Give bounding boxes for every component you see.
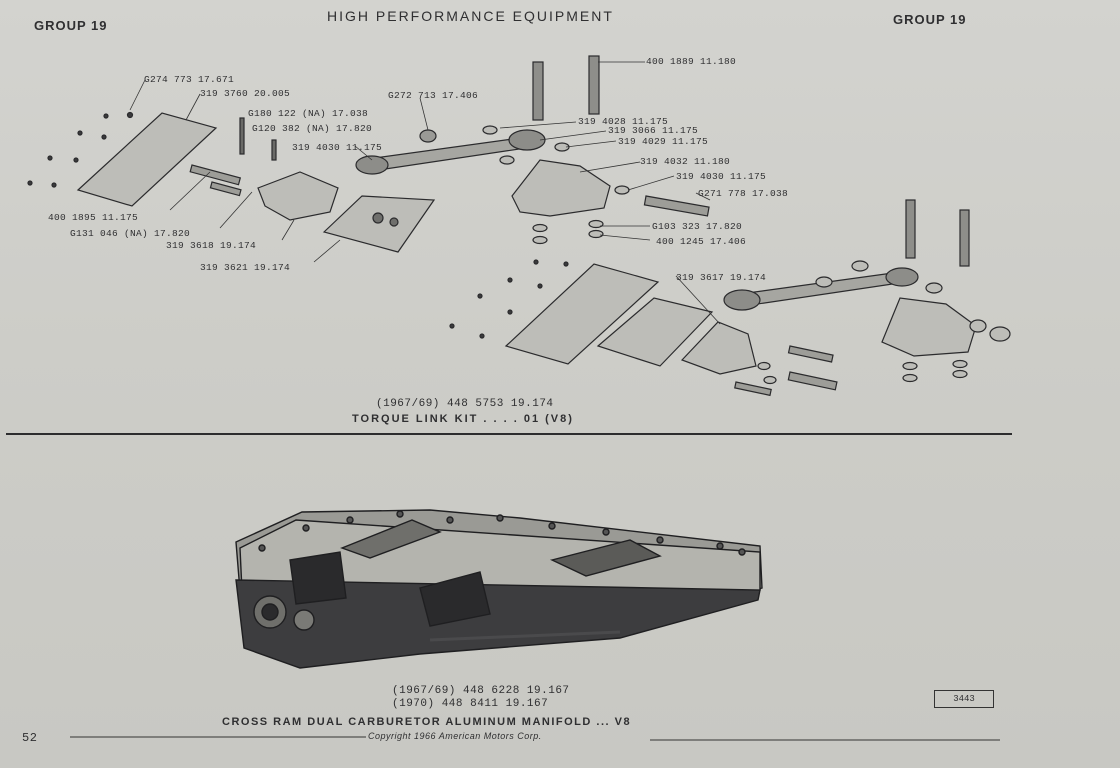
manifold-part-line-1970: (1970) 448 8411 19.167 [392,698,549,710]
group-label-left: GROUP 19 [34,18,108,33]
label-g271778: G271 778 17.038 [698,188,789,199]
right-mount-plate [504,263,660,365]
torque-kit-title: TORQUE LINK KIT . . . . 01 (V8) [352,413,574,425]
manifold-part-line-1967: (1967/69) 448 6228 19.167 [392,685,570,697]
page-title: HIGH PERFORMANCE EQUIPMENT [327,8,614,24]
label-3193618: 319 3618 19.174 [166,240,257,251]
torque-kit-part-line: (1967/69) 448 5753 19.174 [376,398,554,410]
group-label-right: GROUP 19 [893,12,967,27]
label-g131046: G131 046 (NA) 17.820 [70,228,191,239]
label-3193066: 319 3066 11.175 [608,125,699,136]
manifold-title: CROSS RAM DUAL CARBURETOR ALUMINUM MANIF… [222,716,632,728]
figure-number-badge: 3443 [934,690,994,708]
bracket-3193618 [257,171,339,221]
bracket-3194032 [511,159,611,217]
manifold-illustration [235,509,763,669]
label-3194030-b: 319 4030 11.175 [676,171,767,182]
label-3193760: 319 3760 20.005 [200,88,291,99]
label-g180122: G180 122 (NA) 17.038 [248,108,369,119]
label-3194032: 319 4032 11.180 [640,156,731,167]
label-g272713: G272 713 17.406 [388,90,479,101]
page-number: 52 [22,731,38,745]
label-g274773: G274 773 17.671 [144,74,235,85]
label-4001245: 400 1245 17.406 [656,236,747,247]
label-3194029: 319 4029 11.175 [618,136,709,147]
label-g103323: G103 323 17.820 [652,221,743,232]
label-3193621: 319 3621 19.174 [200,262,291,273]
left-mount-plate [76,112,218,207]
label-4001895: 400 1895 11.175 [48,212,139,223]
bracket-3193621 [322,195,436,253]
label-3193617: 319 3617 19.174 [676,272,767,283]
label-3194030-a: 319 4030 11.175 [292,142,383,153]
copyright-notice: Copyright 1966 American Motors Corp. [368,731,542,741]
label-3194028: 319 4028 11.175 [578,116,669,127]
label-g120382: G120 382 (NA) 17.820 [252,123,373,134]
label-4001889: 400 1889 11.180 [646,56,737,67]
